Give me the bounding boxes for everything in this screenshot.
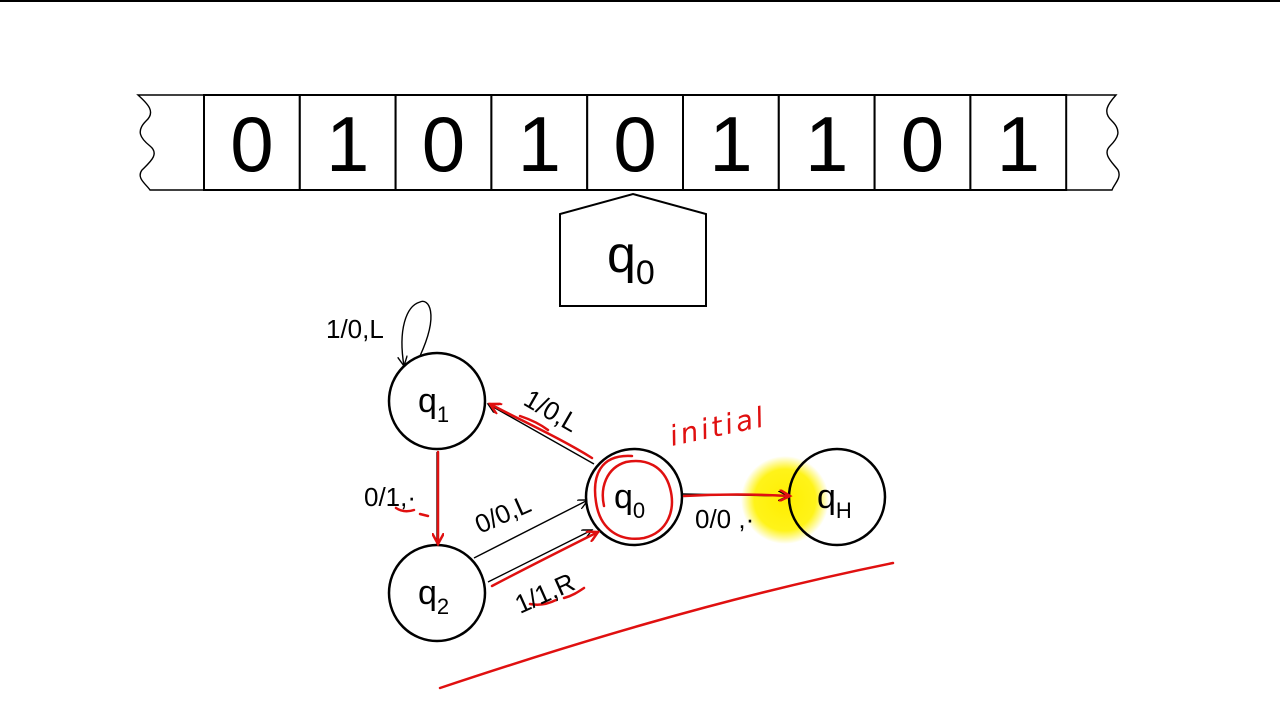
tape-cell-box: [490, 94, 589, 191]
svg-text:q1: q1: [418, 382, 449, 427]
ink-underline-1-0-L: [518, 414, 550, 432]
state-q2-circle: [387, 543, 487, 643]
tape-cell-box: [682, 94, 780, 191]
svg-text:qH: qH: [817, 478, 852, 523]
tape-cell-box: [969, 94, 1068, 191]
tape-cell-symbol: 1: [997, 100, 1040, 188]
label-q2-to-q0-lower: 1/1,R: [510, 567, 579, 620]
ink-arrow-q0-to-q1: [490, 404, 594, 460]
tape-cell-symbol: 0: [230, 100, 273, 188]
label-q0-to-q1: 1/0,L: [519, 383, 584, 438]
ink-arrow-q0-to-qH: [682, 495, 790, 497]
tape-cell-box: [873, 94, 972, 191]
tape-head: q0: [559, 192, 707, 307]
state-q1: q1: [387, 351, 487, 451]
tape-right-end: [1066, 94, 1120, 191]
ink-underline-0-1: [394, 506, 430, 518]
top-border: [0, 0, 1280, 2]
tape-cell-symbol: 1: [709, 100, 752, 188]
state-qH: qH: [787, 447, 887, 547]
edge-q0-to-q1: [488, 404, 595, 465]
tape-cell: 0: [873, 94, 972, 191]
svg-text:q0: q0: [614, 478, 645, 523]
tape-cell-box: [203, 94, 301, 191]
tape-cell: 0: [586, 94, 685, 191]
tape-cell: 1: [969, 94, 1068, 191]
ink-label-initial: initial: [667, 400, 770, 453]
edge-labels: 1/0,L 1/0,L 0/1,· 0/0,L 1/1,R 0/0 ,·: [326, 314, 754, 619]
tape-cell: 1: [490, 94, 589, 191]
state-q0-circle: [584, 447, 684, 547]
ink-bottom-stroke: [438, 561, 895, 690]
tape-cell-symbol: 0: [613, 100, 656, 188]
tape-cell-symbol: 0: [422, 100, 465, 188]
edge-q2-to-q0-lower: [487, 530, 592, 583]
tape-cell-symbol: 0: [901, 100, 944, 188]
label-q1-to-q2: 0/1,·: [364, 482, 416, 512]
state-q0: q0: [584, 447, 684, 547]
tape-cell: 0: [394, 94, 493, 191]
tape-cell: 1: [777, 94, 876, 191]
ink-underline-1-1-R: [528, 586, 586, 607]
label-q1-self: 1/0,L: [326, 314, 384, 344]
svg-text:q2: q2: [418, 574, 449, 619]
state-q2: q2: [387, 543, 487, 643]
tape-cell: 0: [203, 94, 301, 191]
tape-cell-symbol: 1: [518, 100, 561, 188]
label-q0-to-qH: 0/0 ,·: [695, 504, 754, 534]
tape-cell: 1: [298, 94, 397, 191]
tape-left-end: [136, 94, 204, 191]
head-state-label: q: [607, 226, 636, 284]
tape-cell-box: [298, 94, 397, 191]
state-q1-circle: [387, 351, 487, 451]
edge-q2-to-q0-upper: [473, 500, 588, 559]
head-pointer-box: [559, 192, 707, 307]
tape-cell-box: [777, 94, 876, 191]
tape-cell: 1: [682, 94, 780, 191]
head-state-sub: 0: [636, 254, 655, 292]
tape-cell-symbol: 1: [805, 100, 848, 188]
svg-text:q0: q0: [607, 226, 655, 292]
tape-cell-symbol: 1: [326, 100, 369, 188]
ink-circle-q0: [593, 454, 674, 540]
edge-q1-self-loop: [402, 300, 432, 366]
ink-arrow-q2-to-q0: [490, 532, 598, 588]
tape-cell-box: [586, 94, 685, 191]
